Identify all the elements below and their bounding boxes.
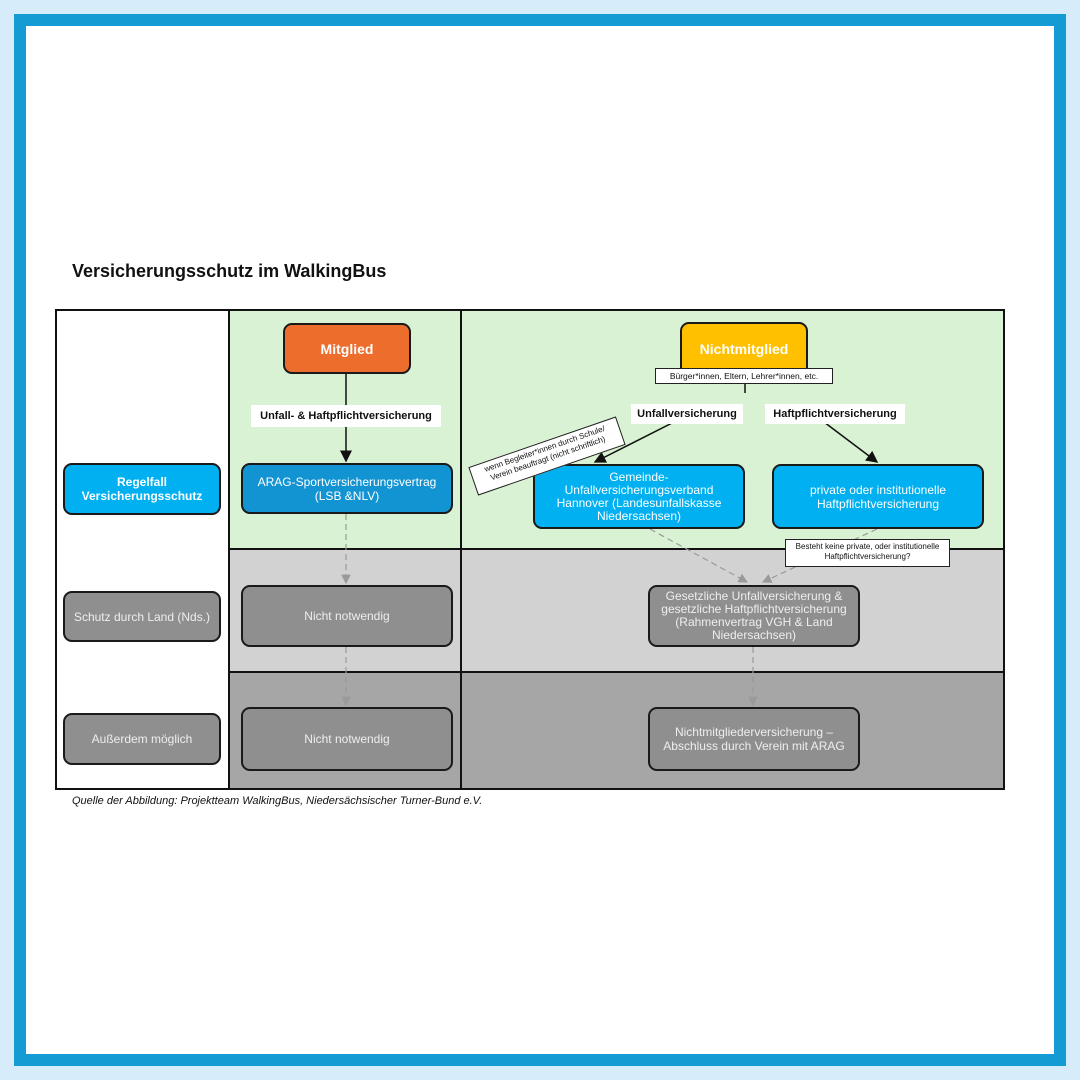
diagram: Regelfall Versicherungsschutz Schutz dur… <box>55 309 1005 790</box>
nichtmitglied-edge-right: Haftpflichtversicherung <box>765 404 905 424</box>
row-label-ausserdem: Außerdem möglich <box>63 713 221 765</box>
row-label-regelfall: Regelfall Versicherungsschutz <box>63 463 221 515</box>
figure-caption: Quelle der Abbildung: Projektteam Walkin… <box>72 795 483 807</box>
mitglied-edge-label: Unfall- & Haftpflichtversicherung <box>251 405 441 427</box>
nichtmitglied-sub-label: Bürger*innen, Eltern, Lehrer*innen, etc. <box>655 368 833 384</box>
figure-title: Versicherungsschutz im WalkingBus <box>72 261 387 281</box>
nichtmitglied-ausserdem-box: Nichtmitgliederversicherung – Abschluss … <box>648 707 860 771</box>
row-label-land: Schutz durch Land (Nds.) <box>63 591 221 642</box>
mitglied-regelfall-box: ARAG-Sportversicherungsvertrag (LSB &NLV… <box>241 463 453 514</box>
nichtmitglied-box-left: Gemeinde-Unfallversicherungsverband Hann… <box>533 464 745 529</box>
nichtmitglied-note-right: Besteht keine private, oder institutione… <box>785 539 950 567</box>
nichtmitglied-edge-left: Unfallversicherung <box>631 404 743 424</box>
nichtmitglied-box-right: private oder institutionelle Haftpflicht… <box>772 464 984 529</box>
mitglied-header: Mitglied <box>283 323 411 374</box>
grid-lines <box>55 309 1005 790</box>
nichtmitglied-land-box: Gesetzliche Unfallversicherung & gesetzl… <box>648 585 860 647</box>
row-label-column <box>55 309 229 790</box>
mitglied-ausserdem-box: Nicht notwendig <box>241 707 453 771</box>
mitglied-land-box: Nicht notwendig <box>241 585 453 647</box>
